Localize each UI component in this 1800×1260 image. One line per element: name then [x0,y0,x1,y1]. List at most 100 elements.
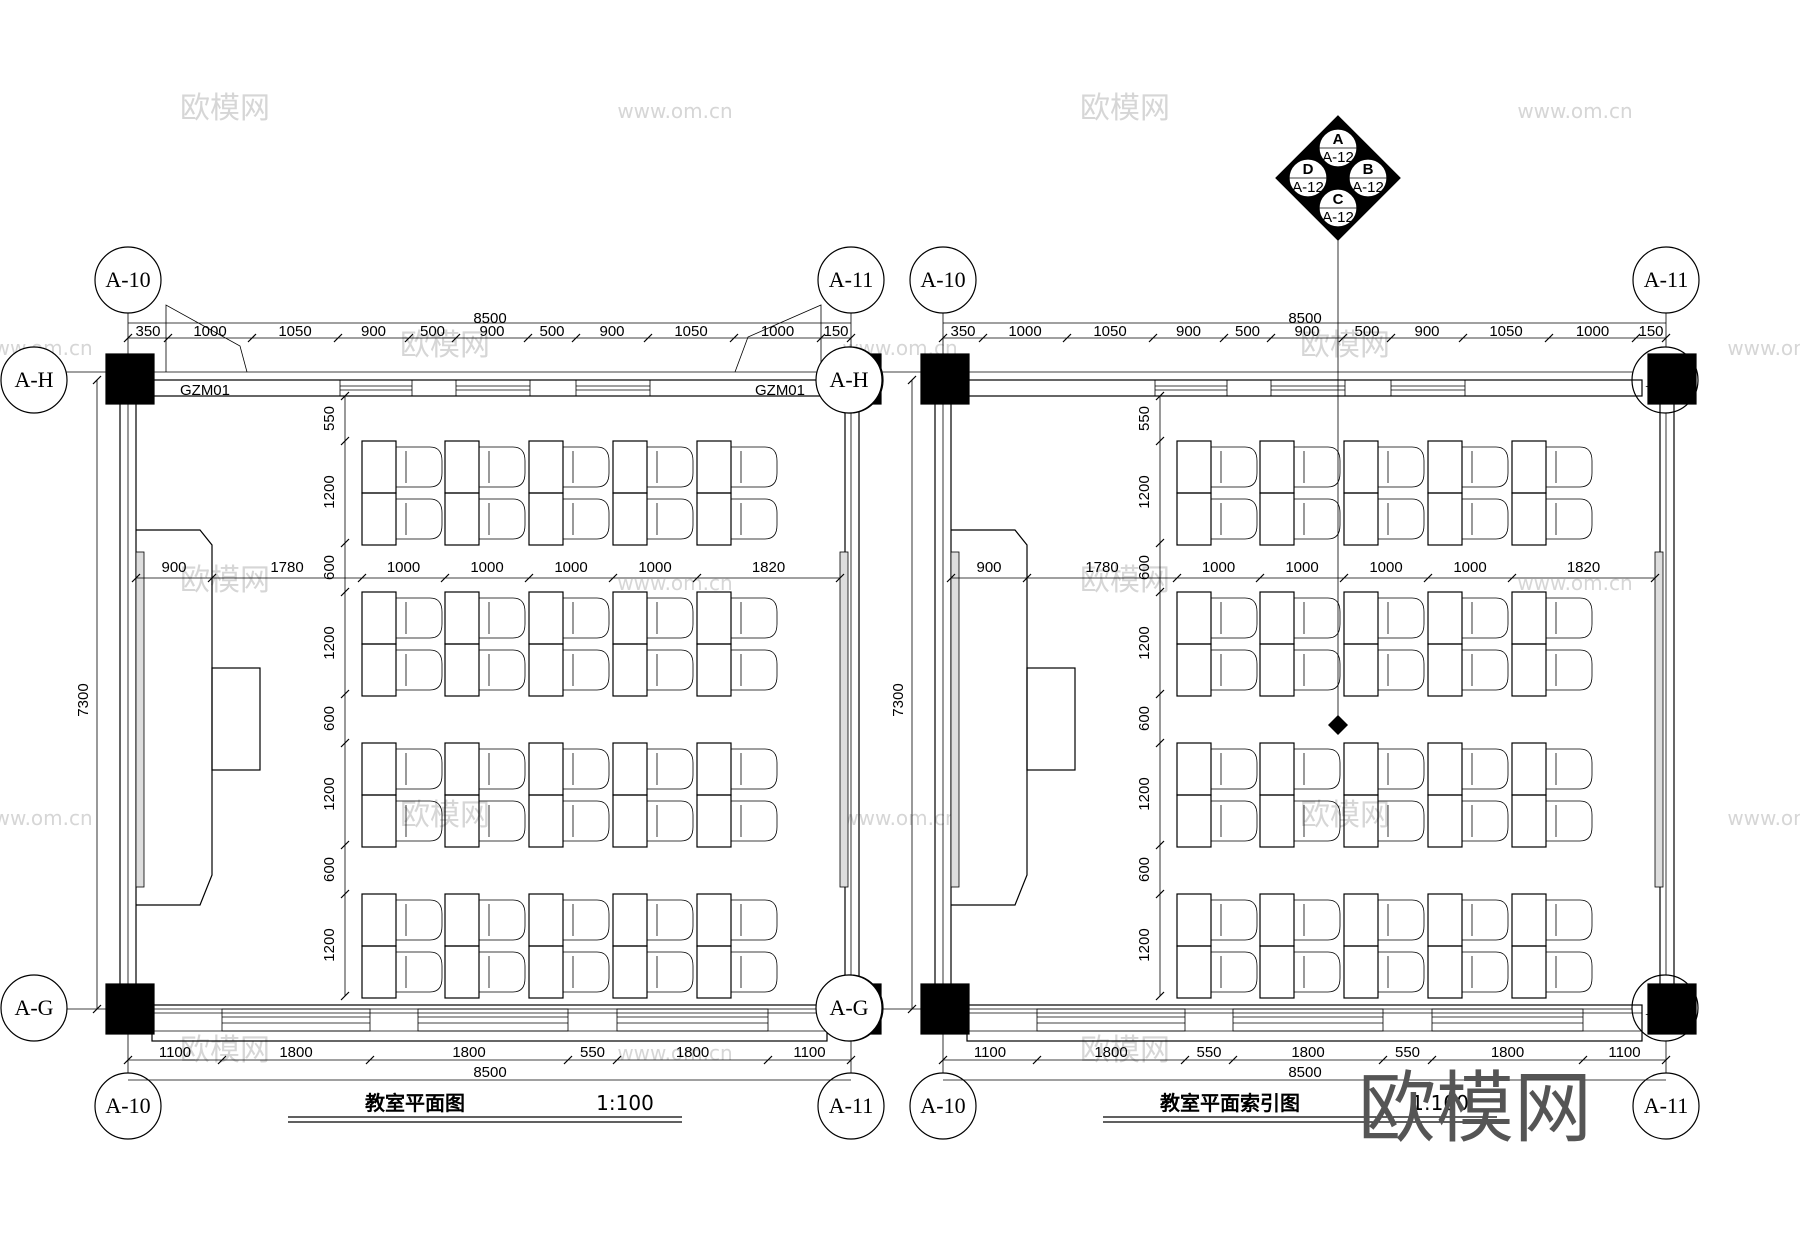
desk [1259,945,1295,999]
desk [1343,945,1379,999]
dimension-value: 550 [321,406,338,431]
desk [528,742,564,796]
chair [1546,597,1593,639]
dimension-value: 1200 [1136,928,1153,961]
dimension-value: 1000 [1285,559,1318,576]
desk [361,945,397,999]
dimension-tick [1650,573,1660,583]
dimension-tick [1661,333,1671,343]
window [1431,1008,1584,1032]
desk [1176,794,1212,848]
window [221,1008,371,1032]
chair [479,498,526,540]
dimension-tick [1155,840,1165,850]
desk [1427,893,1463,947]
dimension-tick [1661,1055,1671,1065]
dimension-tick [1507,573,1517,583]
chair [479,649,526,691]
watermark-url: www.om.cn [617,1041,732,1065]
dimension-tick [1180,1055,1190,1065]
chair [731,597,778,639]
dimension-value: 1800 [1094,1044,1127,1061]
watermark-brand: 欧模网 [1080,1033,1170,1068]
dimension-tick [451,333,461,343]
chair [1294,649,1341,691]
dimension-value: 1000 [1369,559,1402,576]
dimension-value: 900 [1294,323,1319,340]
dimension-tick [978,333,988,343]
desk [528,440,564,494]
chair [1294,748,1341,790]
dimension-tick [340,991,350,1001]
desk [444,643,480,697]
desk [1259,643,1295,697]
dimension-value: 500 [420,323,445,340]
desk [1511,742,1547,796]
chair [479,951,526,993]
desk [612,492,648,546]
desk [612,945,648,999]
grid-axis-bubble [94,246,162,314]
index-marker [1328,715,1348,735]
dimension-tick [816,333,826,343]
desk [1343,591,1379,645]
index-ref: A-12 [1322,149,1354,166]
desk [612,742,648,796]
dimension-value: 1050 [674,323,707,340]
desk [1176,591,1212,645]
dimension-tick [938,1055,948,1065]
desk [361,440,397,494]
desk [696,742,732,796]
dimension-value: 1000 [1576,323,1609,340]
door-label: GZM01 [755,382,805,399]
dimension-tick [1631,333,1641,343]
dimension-tick [1339,573,1349,583]
watermark-brand: 欧模网 [1300,328,1390,363]
dimension-value: 500 [1354,323,1379,340]
desk [1176,742,1212,796]
dimension-value: 900 [361,323,386,340]
dimension-tick [357,573,367,583]
grid-axis-bubble [909,246,977,314]
chair [647,597,694,639]
desk [1343,492,1379,546]
desk [1259,492,1295,546]
desk [528,492,564,546]
dimension-tick [217,1055,227,1065]
chair [1462,446,1509,488]
dimension-value: 550 [1395,1044,1420,1061]
dimension-value: 1050 [278,323,311,340]
chair [1378,800,1425,842]
dimension-tick [946,573,956,583]
desk [1427,945,1463,999]
dimension-tick [340,840,350,850]
window [1154,379,1228,397]
dimension-tick [1544,333,1554,343]
chair [479,748,526,790]
index-ref: A-12 [1322,209,1354,226]
grid-axis-label: A-11 [1644,267,1688,292]
dimension-value: 1800 [452,1044,485,1061]
dimension-value: 600 [1136,706,1153,731]
desk [1259,440,1295,494]
watermark-url: www.om.cn [617,571,732,595]
classroom-floor-plan: A-10A-11A-10A-11A-HA-HA-GA-GGZM01GZM0185… [0,246,885,1140]
grid-axis-bubble [815,974,883,1042]
desk [696,492,732,546]
dimension-tick [1423,573,1433,583]
dimension-tick [1228,1055,1238,1065]
chair [563,951,610,993]
dimension-value: 500 [539,323,564,340]
desk [1511,492,1547,546]
chair [563,498,610,540]
dimension-value: 1050 [1489,323,1522,340]
grid-axis-bubble [0,346,68,414]
grid-axis-bubble [909,1072,977,1140]
watermark-brand: 欧模网 [1080,563,1170,598]
dimension-tick [692,573,702,583]
chair [479,800,526,842]
dimension-value: 1000 [193,323,226,340]
dimension-tick [571,333,581,343]
chair [396,649,443,691]
